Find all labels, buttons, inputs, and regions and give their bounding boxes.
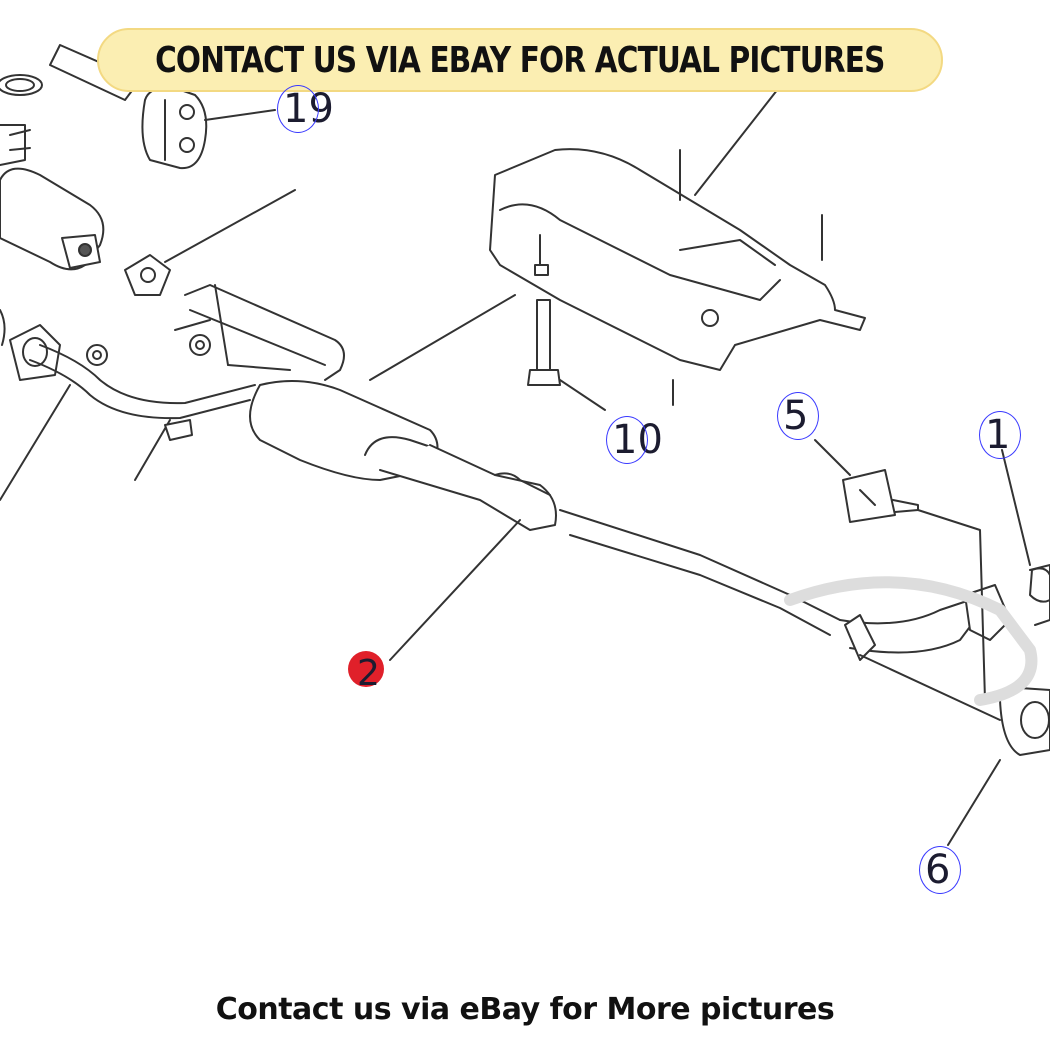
leader-line-2 xyxy=(389,519,521,661)
footer-contact-text: Contact us via eBay for More pictures xyxy=(215,992,835,1027)
callout-1: 1 xyxy=(978,411,1022,459)
hanger-1 xyxy=(1001,449,1050,603)
callout-5: 5 xyxy=(776,392,820,440)
mid-pipe-resonator xyxy=(379,444,1050,721)
front-pipe xyxy=(29,344,256,441)
rubber-hanger-19 xyxy=(141,86,276,170)
contact-banner: CONTACT US VIA EBAY FOR ACTUAL PICTURES xyxy=(97,28,943,92)
gasket xyxy=(124,189,296,296)
callout-2: 2 xyxy=(357,653,380,694)
clamp-clip-5 xyxy=(814,439,986,701)
bolt-10 xyxy=(527,234,606,411)
catalytic-converter xyxy=(0,124,105,271)
heat-shield xyxy=(489,79,866,406)
callout-19: 19 xyxy=(277,85,334,133)
callout-6: 6 xyxy=(918,846,962,894)
callout-10: 10 xyxy=(606,416,663,464)
banner-text: CONTACT US VIA EBAY FOR ACTUAL PICTURES xyxy=(155,39,885,81)
highlight-dot xyxy=(348,651,384,687)
rubber-mount-6 xyxy=(947,687,1050,846)
support-bracket xyxy=(174,284,345,381)
middle-muffler xyxy=(249,294,516,481)
